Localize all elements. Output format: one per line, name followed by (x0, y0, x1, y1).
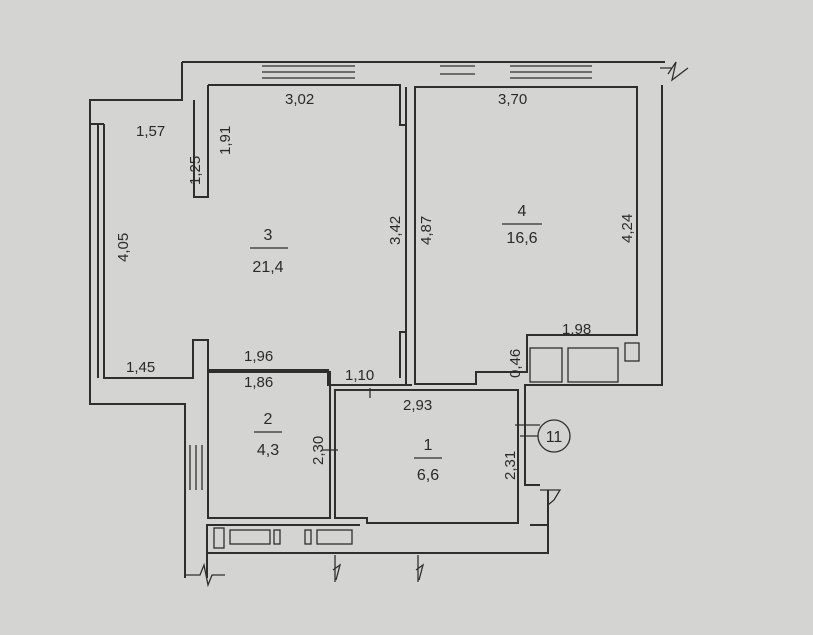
axis-marker-circle (537, 419, 571, 453)
dim-3-70: 3,70 (498, 91, 527, 108)
dim-1-10: 1,10 (345, 367, 374, 384)
dim-1-57: 1,57 (136, 123, 165, 140)
dim-4-87: 4,87 (418, 216, 435, 245)
dim-1-25: 1,25 (187, 156, 204, 185)
dim-2-93: 2,93 (403, 397, 432, 414)
room-2-number: 2 (264, 411, 273, 428)
room-3-area: 21,4 (252, 259, 283, 276)
dim-3-42: 3,42 (387, 216, 404, 245)
dim-1-86: 1,86 (244, 374, 273, 391)
axis-marker: 11 (520, 419, 571, 453)
dim-2-31: 2,31 (502, 451, 519, 480)
room-1-number: 1 (424, 437, 433, 454)
dim-4-05: 4,05 (115, 233, 132, 262)
room-4-number: 4 (518, 203, 527, 220)
room-4-area: 16,6 (506, 230, 537, 247)
dim-4-24: 4,24 (619, 214, 636, 243)
dim-3-02: 3,02 (285, 91, 314, 108)
room-3-number: 3 (264, 227, 273, 244)
room-2-area: 4,3 (257, 442, 279, 459)
dimension-labels: 3,02 3,70 1,57 1,25 1,91 4,05 3,42 4,87 … (115, 91, 636, 480)
room-labels: 3 21,4 4 16,6 2 4,3 1 6,6 (250, 203, 542, 484)
dim-1-91: 1,91 (217, 126, 234, 155)
dim-2-30: 2,30 (310, 436, 327, 465)
walls (89, 61, 689, 588)
room-1-area: 6,6 (417, 467, 439, 484)
dim-1-98: 1,98 (562, 321, 591, 338)
axis-marker-label: 11 (546, 429, 563, 446)
dim-1-96: 1,96 (244, 348, 273, 365)
dim-0-46: 0,46 (507, 349, 524, 378)
dim-1-45: 1,45 (126, 359, 155, 376)
